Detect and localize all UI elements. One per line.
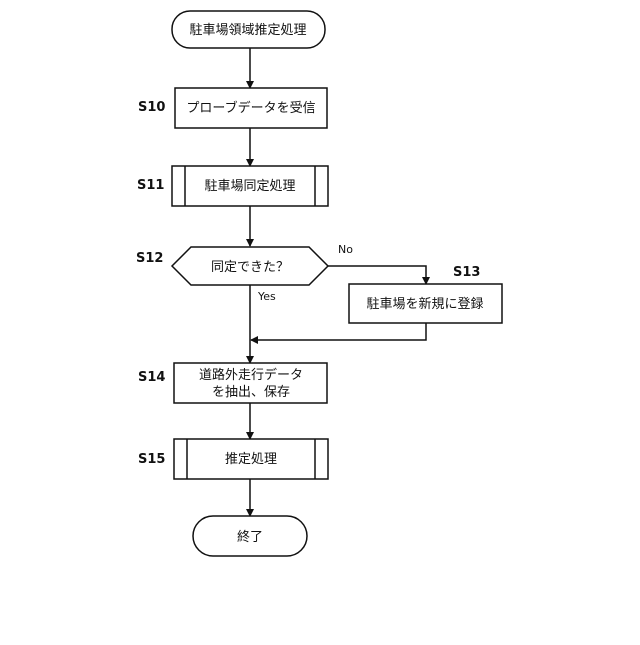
connector-s12-s13: [328, 266, 426, 284]
process-box-s13: 駐車場を新規に登録: [349, 284, 502, 323]
start-label: 駐車場領域推定処理: [189, 22, 306, 38]
subprocess-label-s11: 駐車場同定処理: [204, 179, 295, 194]
process-label-s13: 駐車場を新規に登録: [366, 296, 483, 312]
subprocess-box-s11: 駐車場同定処理: [172, 166, 328, 206]
process-box-s10: プローブデータを受信: [175, 88, 327, 128]
process-label-s14-line2: を抽出、保存: [212, 385, 290, 400]
step-id-s12: S12: [136, 251, 163, 266]
subprocess-label-s15: 推定処理: [225, 452, 277, 467]
process-label-s10: プローブデータを受信: [186, 100, 315, 116]
step-id-s11: S11: [137, 178, 164, 193]
start-terminal: 駐車場領域推定処理: [172, 11, 325, 48]
step-id-s14: S14: [138, 370, 165, 385]
end-terminal: 終了: [193, 516, 307, 556]
process-label-s14-line1: 道路外走行データ: [199, 367, 303, 383]
process-box-s14: 道路外走行データ を抽出、保存: [174, 363, 327, 403]
subprocess-box-s15: 推定処理: [174, 439, 328, 479]
step-id-s10: S10: [138, 100, 165, 115]
step-id-s15: S15: [138, 452, 165, 467]
decision-s12: 同定できた？: [172, 247, 328, 285]
end-label: 終了: [237, 529, 263, 545]
branch-yes-label: Yes: [257, 290, 276, 303]
step-id-s13: S13: [453, 265, 480, 280]
connector-s13-merge: [251, 323, 426, 340]
branch-no-label: No: [338, 243, 353, 256]
decision-label-s12: 同定できた？: [211, 260, 289, 275]
